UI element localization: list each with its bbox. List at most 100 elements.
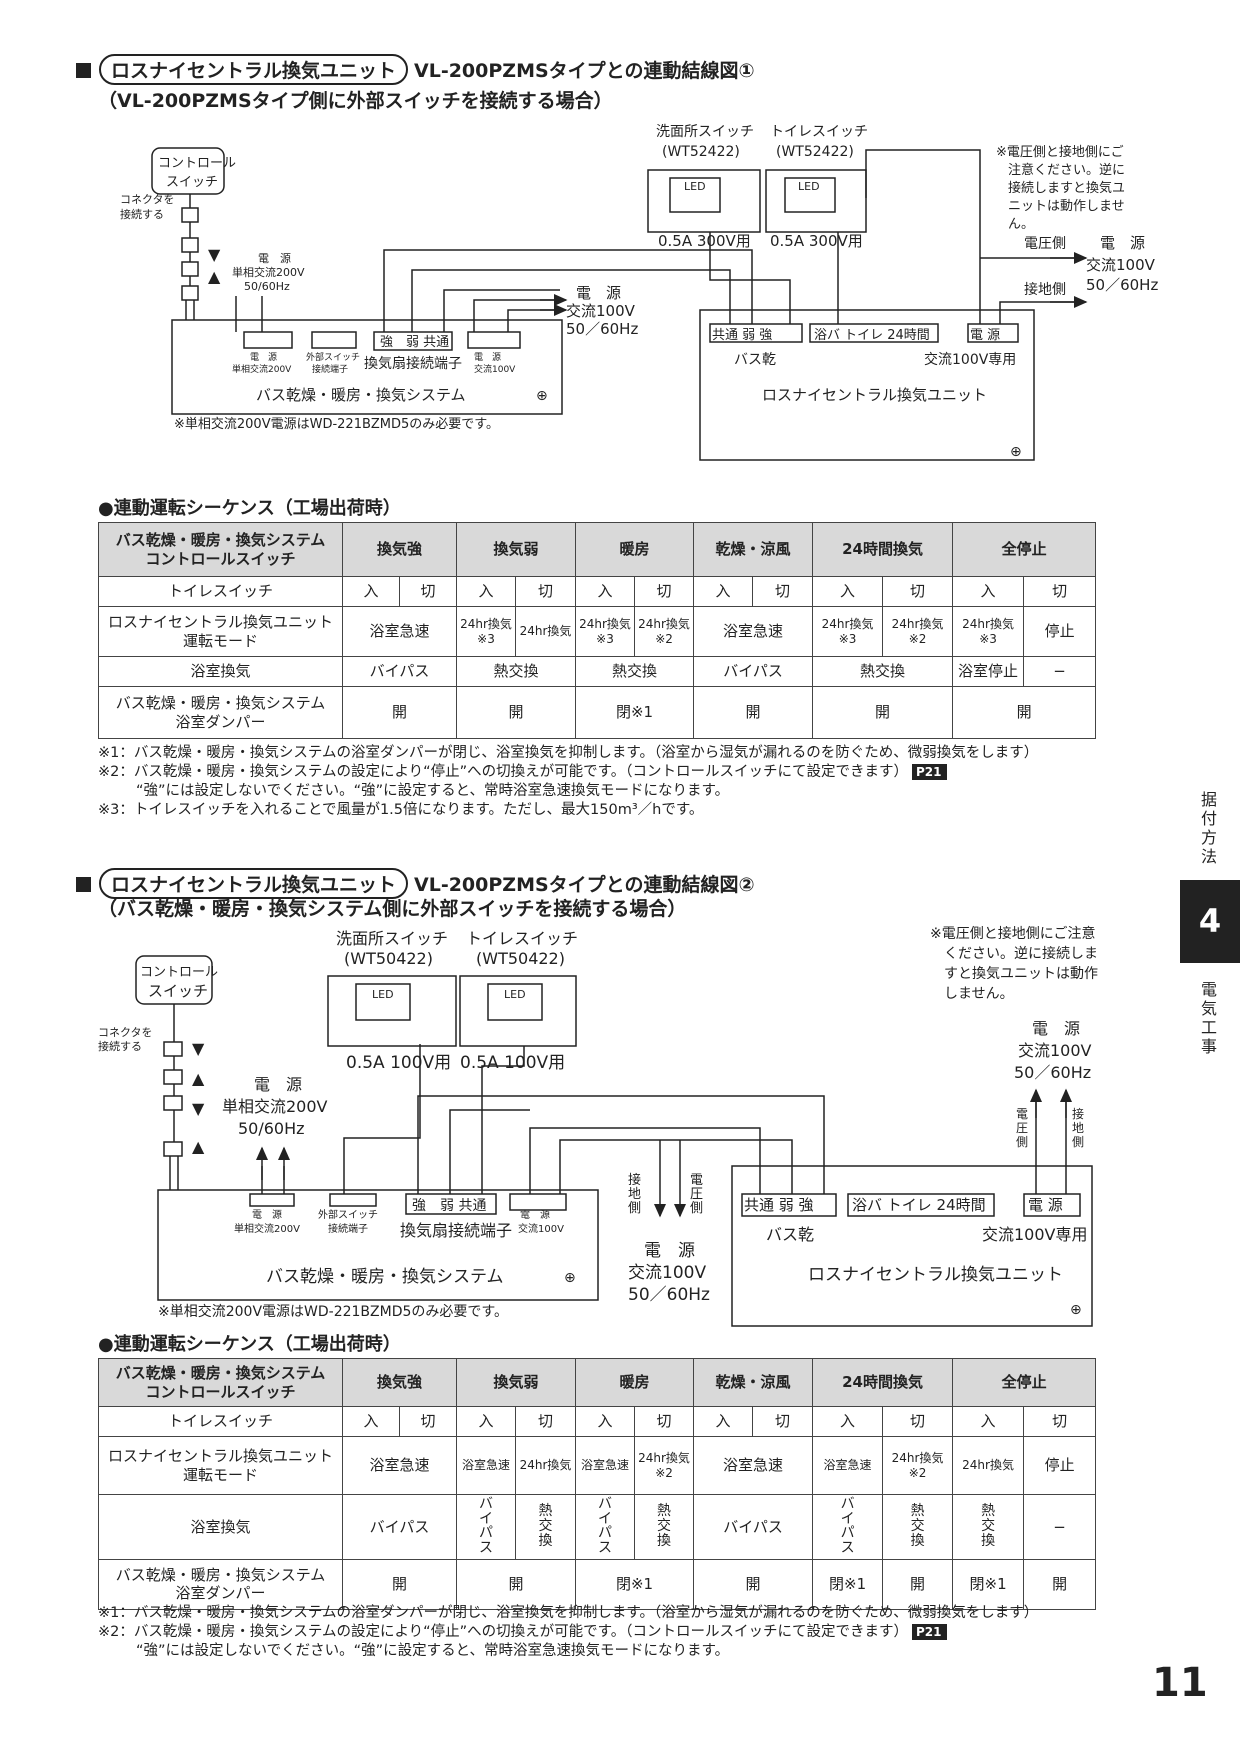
table2-cell: バイパス [456, 1494, 517, 1560]
table2-cell: 24hr換気 [952, 1436, 1025, 1495]
svg-text:(WT52422): (WT52422) [662, 144, 740, 160]
table2-cell: 閉※1 [812, 1558, 884, 1610]
table1-cell: − [1023, 656, 1097, 687]
svg-text:(WT50422): (WT50422) [344, 949, 433, 968]
table2-cell: バイパス [812, 1494, 884, 1560]
svg-text:側: 側 [1072, 1135, 1084, 1149]
svg-text:電 源: 電 源 [1100, 234, 1145, 252]
table1-cell: 開 [812, 686, 954, 739]
svg-text:電圧側: 電圧側 [1024, 236, 1066, 252]
svg-text:0.5A 300V用: 0.5A 300V用 [658, 232, 751, 250]
svg-text:浴バ トイレ 24時間: 浴バ トイレ 24時間 [852, 1196, 986, 1214]
svg-text:すと換気ユニットは動作: すと換気ユニットは動作 [944, 966, 1098, 982]
svg-text:電 源: 電 源 [1032, 1019, 1080, 1038]
table1-cell: 入 [456, 576, 517, 607]
section2-notes: ※1：バス乾燥・暖房・換気システムの浴室ダンパーが閉じ、浴室換気を抑制します。（… [98, 1604, 1038, 1661]
svg-text:0.5A 100V用: 0.5A 100V用 [346, 1053, 451, 1073]
svg-text:接続端子: 接続端子 [328, 1222, 368, 1235]
svg-text:接続する: 接続する [120, 207, 164, 221]
svg-text:単相交流200V: 単相交流200V [232, 265, 305, 279]
svg-text:接地側: 接地側 [1024, 281, 1066, 298]
svg-text:電: 電 [690, 1173, 703, 1188]
sequence-table-1: バス乾燥・暖房・換気システム コントロールスイッチ 換気強 換気弱 暖房 乾燥・… [98, 522, 1097, 739]
svg-text:交流100V: 交流100V [566, 302, 636, 320]
svg-text:50／60Hz: 50／60Hz [1086, 276, 1158, 294]
svg-text:(WT52422): (WT52422) [776, 144, 854, 160]
svg-text:強 弱 共通: 強 弱 共通 [380, 335, 449, 350]
section1-notes: ※1：バス乾燥・暖房・換気システムの浴室ダンパーが閉じ、浴室換気を抑制します。（… [98, 744, 1038, 820]
page-ref-badge: P21 [911, 764, 948, 780]
svg-text:▼: ▼ [192, 1039, 205, 1058]
svg-text:電 源: 電 源 [254, 1075, 302, 1094]
svg-text:ニットは動作しませ: ニットは動作しませ [1008, 199, 1125, 214]
svg-text:0.5A 100V用: 0.5A 100V用 [460, 1053, 565, 1073]
note: ※3：トイレスイッチを入れることで風量が1.5倍になります。ただし、最大150m… [98, 802, 704, 818]
svg-text:LED: LED [372, 988, 394, 1001]
section2-heading-pill: ロスナイセントラル換気ユニット [99, 868, 409, 899]
ros-unit-box-1 [699, 309, 1035, 461]
svg-text:▲: ▲ [208, 267, 221, 286]
svg-text:LED: LED [798, 180, 820, 193]
table1-cell: 切 [398, 576, 458, 607]
svg-text:側: 側 [1016, 1135, 1028, 1149]
svg-text:単相交流200V: 単相交流200V [234, 1222, 300, 1235]
table1-cell: 入 [575, 576, 636, 607]
table1-row-label: トイレスイッチ [98, 576, 343, 607]
note: ※2：バス乾燥・暖房・換気システムの設定により“停止”への切換えが可能です。（コ… [98, 1623, 1038, 1642]
svg-text:接: 接 [1072, 1106, 1084, 1121]
table1-mode: 暖房 [575, 522, 695, 577]
table2-cell: 切 [398, 1406, 458, 1437]
svg-text:電 源: 電 源 [1028, 1196, 1063, 1214]
table1-cell: 開 [341, 686, 458, 739]
note: ※1：バス乾燥・暖房・換気システムの浴室ダンパーが閉じ、浴室換気を抑制します。（… [98, 1605, 1039, 1621]
svg-text:注意ください。逆に: 注意ください。逆に [1008, 162, 1125, 178]
svg-text:交流100V: 交流100V [1086, 256, 1156, 274]
svg-text:ください。逆に接続しま: ください。逆に接続しま [944, 945, 1098, 962]
table2-cell: 閉※1 [952, 1558, 1025, 1610]
svg-text:交流100V: 交流100V [518, 1222, 564, 1235]
sink-switch-2 [327, 975, 457, 1047]
svg-text:強 弱 共通: 強 弱 共通 [412, 1198, 486, 1214]
svg-text:50／60Hz: 50／60Hz [1014, 1063, 1091, 1082]
svg-text:接続しますと換気ユ: 接続しますと換気ユ [1008, 180, 1125, 196]
svg-text:側: 側 [628, 1201, 641, 1216]
section1-heading-title: VL-200PZMSタイプとの連動結線図① [414, 60, 755, 82]
page-number: 11 [1152, 1660, 1208, 1706]
table1-cell: 切 [882, 576, 954, 607]
wiring-diagram-2: コントロール スイッチ コネクタを 接続する ▼ ▲ ▼ ▲ 電 源 単相交流2… [98, 925, 1098, 1327]
svg-text:洗面所スイッチ: 洗面所スイッチ [656, 124, 754, 140]
svg-text:バス乾: バス乾 [734, 352, 776, 368]
table2-cell: 浴室急速 [341, 1436, 458, 1495]
svg-text:トイレスイッチ: トイレスイッチ [770, 124, 868, 140]
toilet-switch-1 [765, 169, 867, 233]
svg-text:外部スイッチ: 外部スイッチ [306, 351, 360, 363]
table2-row-label: トイレスイッチ [98, 1406, 343, 1437]
svg-text:浴バ トイレ 24時間: 浴バ トイレ 24時間 [814, 328, 930, 343]
table2-cell: 開 [882, 1558, 954, 1610]
svg-text:スイッチ: スイッチ [148, 982, 208, 1000]
svg-text:コネクタを: コネクタを [98, 1026, 153, 1039]
table1-mode: 乾燥・涼風 [693, 522, 814, 577]
svg-text:50／60Hz: 50／60Hz [628, 1285, 710, 1305]
table1-cell: 24hr換気 ※3 [575, 606, 636, 657]
control-switch-label-1b: スイッチ [166, 175, 218, 190]
table2-cell: 24hr換気 [515, 1436, 577, 1495]
square-bullet-icon [76, 63, 91, 78]
table2-mode: 全停止 [952, 1358, 1097, 1407]
table1-cell: 熱交換 [456, 656, 577, 687]
table1-cell: 浴室停止 [952, 656, 1025, 687]
svg-text:交流100V: 交流100V [628, 1263, 706, 1283]
section2-seq-title: ●連動運転シーケンス（工場出荷時） [98, 1334, 401, 1355]
table2-row-label: 浴室換気 [98, 1494, 343, 1560]
table1-row-label: 浴室換気 [98, 656, 343, 687]
table2-cell: 切 [752, 1406, 814, 1437]
table1-cell: 入 [693, 576, 754, 607]
svg-text:共通 弱 強: 共通 弱 強 [712, 328, 772, 343]
table1-cell: 入 [342, 576, 400, 607]
table1-cell: バイパス [693, 656, 814, 687]
table2-cell: 浴室急速 [456, 1436, 517, 1495]
table1-cell: 24hr換気 ※3 [456, 606, 517, 657]
chapter-tab: 4 [1180, 880, 1240, 963]
svg-text:しません。: しません。 [944, 986, 1014, 1002]
table2-cell: 入 [812, 1406, 884, 1437]
